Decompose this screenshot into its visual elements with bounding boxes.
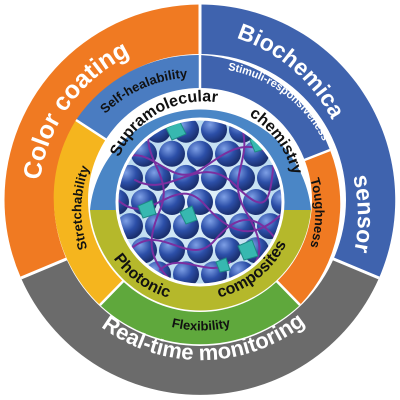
label-flexibility: Flexibility [171, 315, 233, 334]
polymer-chain [147, 124, 176, 284]
sphere [215, 189, 241, 215]
sphere [201, 120, 227, 143]
label-toughness: Toughness [307, 176, 327, 250]
sphere [145, 213, 171, 240]
polymer-chain [134, 149, 276, 204]
sphere [271, 189, 282, 215]
sphere [201, 164, 227, 191]
sphere [159, 237, 185, 264]
sphere [173, 164, 199, 191]
sphere [229, 213, 255, 240]
polymer-chain [129, 219, 281, 251]
sphere [201, 213, 227, 240]
sphere [173, 261, 199, 284]
sphere [229, 164, 255, 191]
sphere [215, 140, 241, 167]
sphere [159, 140, 185, 167]
sphere [187, 140, 213, 167]
sphere [118, 189, 129, 215]
sphere [215, 237, 241, 264]
polymer-chains [118, 121, 282, 284]
sphere [159, 189, 185, 215]
